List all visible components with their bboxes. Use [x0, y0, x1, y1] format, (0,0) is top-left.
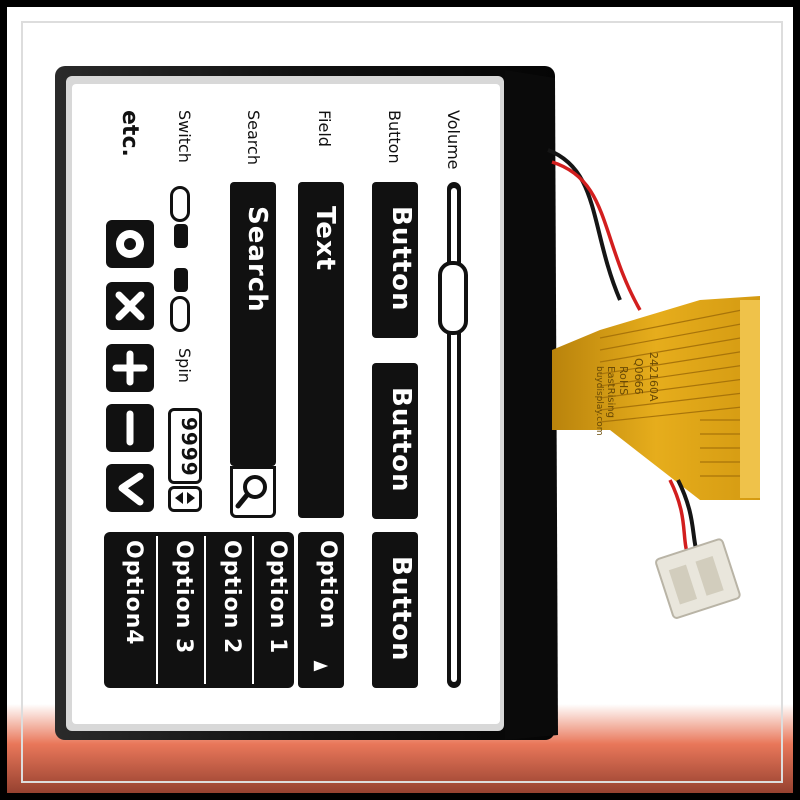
magnifier-icon — [235, 475, 267, 509]
option-2[interactable]: Option 2 — [204, 536, 252, 684]
volume-slider-thumb[interactable] — [438, 260, 468, 335]
option-4[interactable]: Option4 — [108, 536, 154, 684]
fpc-text-3: RoHS — [617, 366, 630, 396]
triangle-down-icon — [313, 660, 329, 672]
plus-button[interactable] — [106, 344, 154, 392]
search-field[interactable]: Search — [230, 182, 276, 466]
spin-arrows[interactable] — [168, 486, 202, 512]
button-1[interactable]: Button — [372, 182, 418, 338]
button-3[interactable]: Button — [372, 532, 418, 688]
fpc-text-2: Q0666 — [632, 358, 645, 395]
fpc-text-1: 242160A — [647, 352, 660, 402]
minus-button[interactable] — [106, 404, 154, 452]
button-2[interactable]: Button — [372, 363, 418, 519]
arrow-left-icon — [175, 492, 195, 504]
option-4-label: Option4 — [121, 540, 146, 646]
circle-button[interactable] — [106, 220, 154, 268]
circle-icon — [116, 230, 144, 258]
arrow-right-icon — [187, 492, 195, 504]
search-field-value: Search — [242, 206, 272, 313]
option-1-label: Option 1 — [265, 540, 290, 655]
button-1-label: Button — [386, 206, 416, 312]
minus-icon — [126, 410, 134, 446]
option-3-label: Option 3 — [171, 540, 196, 655]
text-field[interactable]: Text — [298, 182, 344, 518]
check-icon — [118, 472, 144, 506]
dropdown-selected: Option — [315, 540, 340, 630]
spin-value: 9999 — [177, 417, 201, 477]
button-3-label: Button — [386, 556, 416, 662]
switch-2[interactable] — [170, 296, 190, 332]
button-2-label: Button — [386, 387, 416, 493]
volume-slider[interactable] — [447, 182, 461, 688]
close-button[interactable] — [106, 282, 154, 330]
plus-icon — [112, 350, 148, 386]
close-icon — [115, 291, 145, 321]
slider-track-inner — [451, 188, 457, 682]
spin-box[interactable]: 9999 — [168, 408, 202, 484]
text-field-value: Text — [310, 206, 340, 272]
fpc-text-5: buydisplay.com — [594, 366, 604, 436]
switch-1[interactable] — [170, 186, 190, 222]
dropdown-select[interactable]: Option — [298, 532, 344, 688]
search-button[interactable] — [230, 466, 276, 518]
option-list: Option 1 Option 2 Option 3 Option4 — [104, 532, 294, 688]
fpc-text-4: EastRising — [605, 366, 616, 418]
check-button[interactable] — [106, 464, 154, 512]
option-1[interactable]: Option 1 — [252, 536, 294, 684]
option-2-label: Option 2 — [219, 540, 244, 655]
option-3[interactable]: Option 3 — [156, 536, 204, 684]
